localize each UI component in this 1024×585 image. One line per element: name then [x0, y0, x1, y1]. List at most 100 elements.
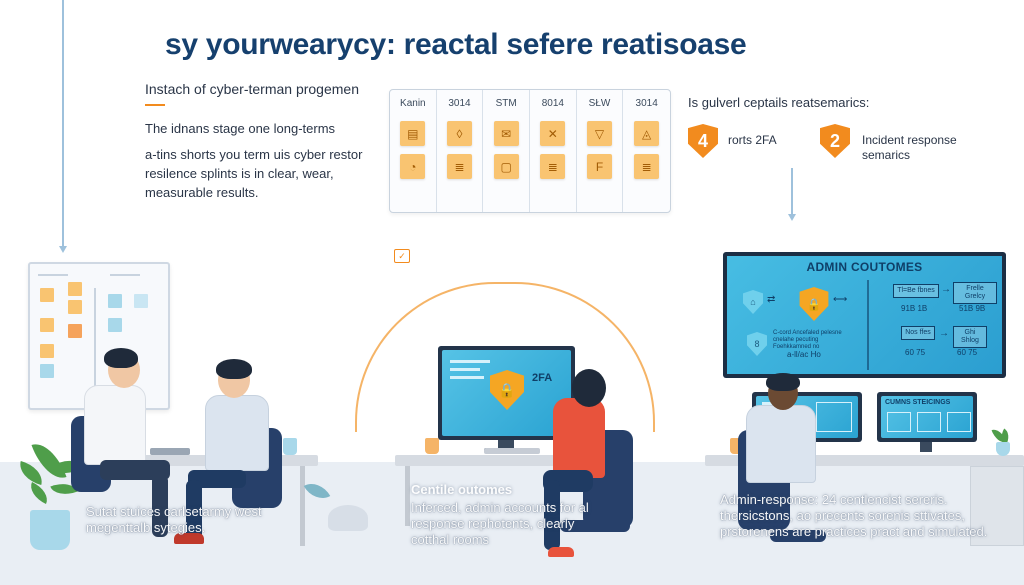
kanban-board: Kanin ▤ ◔ 3014 ◊ ≣ STM ✉ ▢ 8014 ✕ ≣ SŁW … — [389, 89, 671, 213]
plant-icon — [991, 426, 1013, 456]
shoe — [548, 547, 574, 557]
arrow-right-icon: → — [939, 328, 949, 339]
sticky-note-icon: ✕ — [540, 121, 566, 146]
metric-badge-label: rorts 2FA — [728, 133, 777, 147]
sticky-note — [68, 282, 82, 296]
arrows-icon: ⟷ — [833, 294, 848, 305]
sticky-note-icon: ≣ — [540, 154, 566, 179]
kanban-column: STM ✉ ▢ — [483, 90, 530, 212]
intro-paragraph-1: The idnans stage one long-terms — [145, 121, 336, 136]
metric-badge-shield-icon: 4 — [688, 124, 718, 158]
metrics-intro: Is gulverl ceptails reatsemarics: — [688, 95, 870, 110]
sticky-note — [68, 324, 82, 338]
whiteboard-line — [38, 274, 68, 276]
sticky-note — [68, 300, 82, 314]
monitor-screen: 🔒 2FA — [442, 350, 571, 436]
sticky-note-icon: ▤ — [400, 121, 426, 146]
kanban-column: 3014 ◬ ≣ — [623, 90, 670, 212]
shield-lock-icon: 🔒 — [799, 287, 829, 321]
sticky-note-icon: ▽ — [586, 121, 612, 146]
sticky-note-icon: ◬ — [634, 121, 660, 146]
kanban-column: Kanin ▤ ◔ — [390, 90, 437, 212]
metric-box-label: 60 75 — [905, 348, 926, 357]
person — [205, 395, 269, 471]
metric-box-label: 91B 1B — [901, 304, 928, 313]
intro-paragraph-2: a-tins shorts you term uis cyber restor … — [145, 147, 363, 200]
monitor: 🔒 2FA — [438, 346, 575, 440]
arrow-down-icon — [59, 246, 67, 253]
admin-note: C-cord Ancefaled pelesne cnelahe pecutin… — [773, 330, 842, 350]
guide-line-left — [62, 0, 64, 248]
sticky-note-icon: ≣ — [446, 154, 472, 179]
person — [84, 385, 146, 465]
shield-icon: ⌂ — [743, 290, 763, 314]
sticky-note-icon: ◔ — [400, 154, 426, 179]
sticky-note-icon: ▢ — [493, 154, 519, 179]
whiteboard-line — [110, 274, 140, 276]
metric-badge-label: Incident response semarics — [862, 133, 957, 162]
cup — [283, 438, 297, 455]
sticky-note-icon: ≣ — [634, 154, 660, 179]
metric-box: Nos ffes — [901, 326, 935, 340]
mug — [425, 438, 439, 454]
robot-vacuum — [328, 505, 368, 531]
caption-center-heading: Centile outomes — [411, 482, 513, 497]
kanban-column-header: Kanin — [400, 98, 426, 109]
monitor-label: CUMNS STEICINGS — [885, 399, 951, 406]
person — [746, 405, 816, 483]
sticky-note — [108, 294, 122, 308]
person-legs — [100, 460, 170, 480]
desk — [395, 455, 625, 466]
caption-left: Sutat stuices carlsetarmy west megenttal… — [86, 504, 262, 535]
person-head — [572, 369, 606, 407]
sticky-note — [134, 294, 148, 308]
desk — [705, 455, 1024, 466]
shoe — [174, 533, 204, 544]
file-cabinet — [970, 466, 1024, 546]
intro-heading: Instach of cyber-terman progemen — [145, 81, 359, 97]
kanban-column-header: STM — [495, 98, 517, 109]
kanban-column-header: 3014 — [448, 98, 471, 109]
accent-rule — [145, 104, 165, 106]
shield-lock-icon: 🔒 — [490, 370, 524, 410]
whiteboard-line — [94, 288, 96, 388]
whiteboard — [28, 262, 170, 410]
arrows-icon: ⇄ — [767, 294, 776, 305]
plant-icon — [10, 430, 90, 550]
monitor-screen: CUMNS STEICINGS — [881, 396, 973, 438]
laptop — [150, 448, 190, 455]
sticky-note — [108, 318, 122, 332]
metric-badge-shield-icon: 2 — [820, 124, 850, 158]
sticky-note — [40, 318, 54, 332]
page-title: sy yourwearycy: reactal sefere reatisoas… — [165, 28, 747, 61]
caption-right: Admin-response: 24 centlencist sereris. … — [720, 492, 988, 539]
kanban-column-header: SŁW — [588, 98, 611, 109]
calendar-check-icon: ✓ — [394, 249, 410, 263]
shield-icon: 8 — [747, 332, 767, 356]
sticky-note — [40, 364, 54, 378]
monitor: CUMNS STEICINGS — [877, 392, 977, 442]
sticky-note-icon: ✉ — [493, 121, 519, 146]
metric-box-label: 51B 9B — [959, 304, 986, 313]
person — [553, 398, 605, 478]
kanban-column-header: 8014 — [541, 98, 564, 109]
kanban-column-header: 3014 — [635, 98, 658, 109]
kanban-column: 3014 ◊ ≣ — [437, 90, 484, 212]
admin-note-label: a-ll/ac Ho — [787, 350, 821, 359]
sticky-note — [40, 344, 54, 358]
metric-box: Frelle Grelcy — [953, 282, 997, 304]
admin-dashboard: ADMIN COUTOMES ⌂ ⇄ 🔒 ⟷ 8 C-cord Ancefale… — [723, 252, 1006, 378]
monitor-label: 2FA — [532, 372, 553, 384]
keyboard — [484, 448, 540, 454]
metric-box: Tl=Be fbnes — [893, 284, 939, 298]
admin-dashboard-title: ADMIN COUTOMES — [806, 260, 923, 274]
metric-box: Ghi Shlog — [953, 326, 987, 348]
kanban-column: 8014 ✕ ≣ — [530, 90, 577, 212]
metric-box-label: 60 75 — [957, 348, 978, 357]
arrow-down-icon — [788, 214, 796, 221]
kanban-column: SŁW ▽ F — [577, 90, 624, 212]
arrow-right-icon: → — [941, 284, 951, 295]
sticky-note — [40, 288, 54, 302]
caption-center: Inferced, admin accounts for al response… — [411, 500, 589, 547]
sticky-note-icon: F — [586, 154, 612, 179]
